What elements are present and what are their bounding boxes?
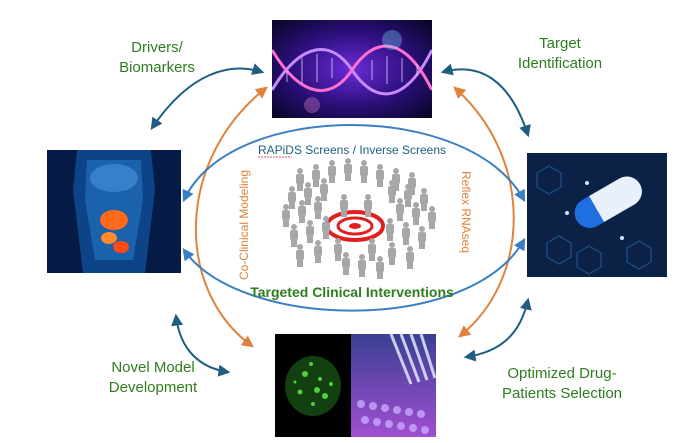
optimized-line2: Patients Selection	[501, 385, 623, 402]
optimized-drug-label: Optimized Drug- Patients Selection	[482, 364, 642, 404]
arrow-lower-ellipse	[182, 237, 526, 312]
target-line1: Target	[539, 35, 581, 52]
person-figure	[392, 168, 400, 191]
person-figure	[296, 168, 304, 191]
person-figure	[360, 160, 368, 183]
arrow-optimized	[463, 297, 532, 362]
drug-capsule-image	[527, 153, 667, 277]
person-figure	[406, 246, 414, 269]
person-figure	[428, 206, 436, 229]
rapids-label: RAPiDS Screens / Inverse Screens	[258, 143, 446, 157]
person-figure	[298, 200, 306, 223]
reflex-label: Reflex RNAseq	[459, 171, 473, 253]
novel-line1: Novel Model	[111, 359, 195, 376]
person-figure	[388, 242, 396, 265]
person-figure	[322, 216, 330, 239]
person-figure	[402, 222, 410, 245]
person-figure	[418, 226, 426, 249]
pipette-plate-image	[351, 334, 436, 437]
dna-helix-image	[272, 20, 432, 118]
person-figure	[396, 198, 404, 221]
person-figure	[344, 158, 352, 181]
person-figure	[340, 194, 348, 217]
novel-line2: Development	[108, 379, 198, 396]
co-clinical-label: Co-Clinical Modeling	[237, 170, 251, 280]
target-line2: Identification	[517, 55, 603, 72]
person-figure	[420, 188, 428, 211]
arrow-reflex-arc	[453, 86, 515, 338]
person-figure	[282, 204, 290, 227]
arrow-upper-ellipse	[182, 124, 526, 203]
drivers-line2: Biomarkers	[119, 59, 195, 76]
arrow-co-clinical-arc	[194, 86, 268, 348]
human-anatomy-image	[47, 150, 181, 273]
arrow-novel	[171, 313, 231, 377]
person-figure	[314, 196, 322, 219]
target-identification-label: Target Identification	[505, 34, 615, 74]
person-figure	[412, 202, 420, 225]
person-figure	[342, 252, 350, 275]
cell-microscopy-image	[275, 334, 351, 437]
person-figure	[404, 184, 412, 207]
person-figure	[290, 224, 298, 247]
person-figure	[376, 256, 384, 279]
person-figure	[320, 178, 328, 201]
person-figure	[312, 164, 320, 187]
person-figure	[314, 240, 322, 263]
novel-model-label: Novel Model Development	[88, 358, 218, 398]
person-figure	[368, 238, 376, 261]
person-figure	[358, 254, 366, 277]
arrow-target	[440, 63, 531, 138]
person-figure	[328, 160, 336, 183]
arrow-drivers	[150, 63, 265, 130]
person-figure	[388, 180, 396, 203]
drivers-biomarkers-label: Drivers/ Biomarkers	[112, 38, 202, 78]
person-figure	[306, 220, 314, 243]
person-figure	[334, 238, 342, 261]
drivers-line1: Drivers/	[131, 39, 183, 56]
person-figure	[304, 182, 312, 205]
person-figure	[296, 244, 304, 267]
optimized-line1: Optimized Drug-	[507, 365, 617, 382]
person-figure	[386, 218, 394, 241]
targeted-label: Targeted Clinical Interventions	[250, 284, 454, 300]
person-figure	[288, 186, 296, 209]
person-figure	[364, 194, 372, 217]
crowd-target-graphic	[282, 158, 436, 279]
person-figure	[376, 164, 384, 187]
